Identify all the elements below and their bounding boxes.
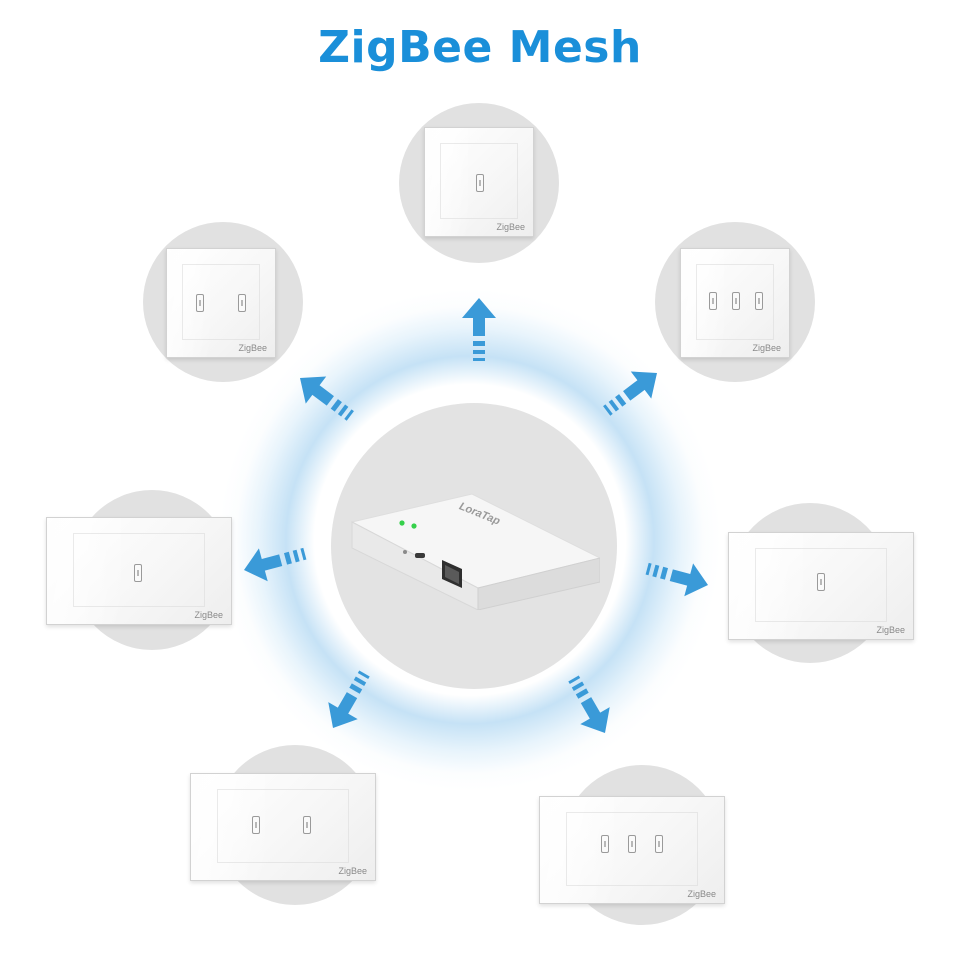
arrow-upper-left-icon bbox=[289, 364, 361, 430]
switch-brand-label: ZigBee bbox=[194, 610, 223, 620]
switch-brand-label: ZigBee bbox=[752, 343, 781, 353]
switch-toggle-icon bbox=[238, 294, 246, 312]
arrow-lower-right-icon bbox=[558, 669, 620, 742]
switch-panel-left: ZigBee bbox=[46, 517, 232, 625]
switch-toggle-icon bbox=[303, 816, 311, 834]
switch-toggle-icon bbox=[134, 564, 142, 582]
switch-toggle-icon bbox=[732, 292, 740, 310]
arrow-lower-left-icon bbox=[318, 664, 380, 737]
arrow-left-icon bbox=[239, 537, 310, 587]
switch-panel-lower-left: ZigBee bbox=[190, 773, 376, 881]
switch-panel-upper-left: ZigBee bbox=[166, 248, 276, 358]
arrow-upper-right-icon bbox=[596, 359, 668, 425]
arrow-up-icon bbox=[462, 298, 496, 361]
switch-brand-label: ZigBee bbox=[687, 889, 716, 899]
switch-toggle-icon bbox=[476, 174, 484, 192]
switch-brand-label: ZigBee bbox=[496, 222, 525, 232]
switch-brand-label: ZigBee bbox=[338, 866, 367, 876]
switch-toggle-icon bbox=[817, 573, 825, 591]
switch-toggle-icon bbox=[601, 835, 609, 853]
switch-toggle-icon bbox=[628, 835, 636, 853]
switch-panel-right: ZigBee bbox=[728, 532, 914, 640]
switch-panel-lower-right: ZigBee bbox=[539, 796, 725, 904]
switch-panel-upper-right: ZigBee bbox=[680, 248, 790, 358]
switch-toggle-icon bbox=[709, 292, 717, 310]
switch-toggle-icon bbox=[655, 835, 663, 853]
switch-toggle-icon bbox=[755, 292, 763, 310]
zigbee-hub: LoraTap bbox=[350, 490, 602, 611]
switch-toggle-icon bbox=[252, 816, 260, 834]
switch-brand-label: ZigBee bbox=[876, 625, 905, 635]
switch-brand-label: ZigBee bbox=[238, 343, 267, 353]
hub-device-icon bbox=[350, 493, 602, 611]
switch-toggle-icon bbox=[196, 294, 204, 312]
arrow-right-icon bbox=[642, 552, 713, 602]
switch-panel-top: ZigBee bbox=[424, 127, 534, 237]
page-title: ZigBee Mesh bbox=[318, 22, 642, 73]
